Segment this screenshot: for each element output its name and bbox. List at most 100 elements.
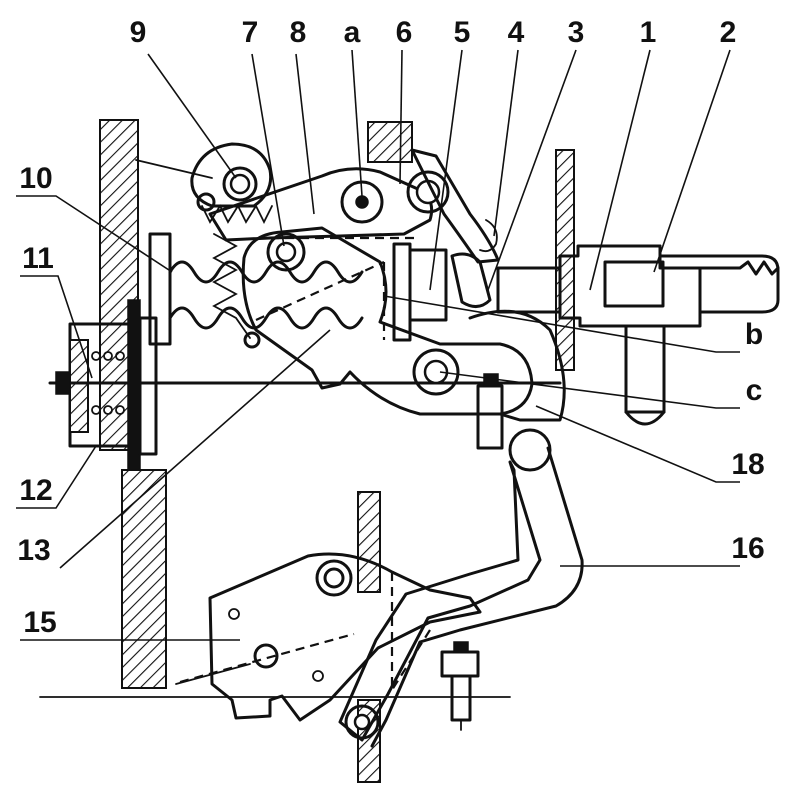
callout-3: 3 xyxy=(568,16,585,49)
callout-6: 6 xyxy=(396,16,413,49)
valve-housing xyxy=(558,244,780,328)
diaphragm-cup xyxy=(138,316,158,456)
lower-linkage xyxy=(338,309,584,748)
link-16-front xyxy=(370,446,584,748)
leader-18 xyxy=(535,405,740,483)
callout-labels: 9 7 8 a 6 5 4 3 1 2 10 11 12 13 b c 18 1… xyxy=(17,16,764,639)
callout-16: 16 xyxy=(731,532,764,565)
callout-7: 7 xyxy=(242,16,259,49)
bracket-15 xyxy=(175,552,482,722)
callout-10: 10 xyxy=(19,162,52,195)
plug-body xyxy=(450,674,472,722)
pivot-9-outer xyxy=(222,166,258,202)
plug-cap xyxy=(453,641,469,653)
spring-11 xyxy=(91,351,125,415)
pivot-a-pin xyxy=(355,195,369,209)
callout-5: 5 xyxy=(454,16,471,49)
leader-b xyxy=(383,295,740,353)
callout-8: 8 xyxy=(290,16,307,49)
pivot-6-outer xyxy=(406,170,450,214)
bracket-hole-b xyxy=(312,670,324,682)
left-wall-upper xyxy=(99,119,139,451)
callout-b: b xyxy=(745,318,763,351)
callout-15: 15 xyxy=(23,606,56,639)
bracket-rod xyxy=(175,663,251,685)
link-16-back xyxy=(338,460,542,742)
bracket-hidden-outline xyxy=(390,572,431,694)
leader-10 xyxy=(16,195,173,273)
leader-9 xyxy=(147,53,237,179)
spring-10-bottom xyxy=(168,306,364,330)
lever-18-tab xyxy=(476,384,504,450)
spring-anchor xyxy=(243,331,261,349)
link-16-bottom-eye xyxy=(344,704,380,740)
callout-12: 12 xyxy=(19,474,52,507)
cam-9 xyxy=(190,142,273,208)
left-wall-lower xyxy=(121,469,167,689)
leader-c xyxy=(439,371,740,409)
callout-13: 13 xyxy=(17,534,50,567)
spring-10-top xyxy=(168,260,364,284)
pivot-7-pin xyxy=(275,241,297,263)
leader-3 xyxy=(487,49,577,291)
leader-2 xyxy=(653,49,731,273)
plug-head xyxy=(440,650,480,678)
spring-seat xyxy=(148,232,172,346)
link-16-top-eye xyxy=(508,428,552,472)
pivot-a-outer xyxy=(340,180,384,224)
pawl-5 xyxy=(450,252,492,308)
clip-4 xyxy=(479,219,498,253)
leader-1 xyxy=(589,49,651,291)
pivot-9-pin xyxy=(229,173,251,195)
leader-6 xyxy=(399,49,403,185)
diaphragm-wall xyxy=(69,339,89,433)
callout-2: 2 xyxy=(720,16,737,49)
callout-9: 9 xyxy=(130,16,147,49)
callout-11: 11 xyxy=(22,242,54,275)
lever-6-arm xyxy=(410,148,500,264)
leader-11 xyxy=(20,275,93,379)
link-16-bottom-pin xyxy=(353,713,371,731)
bracket-plate xyxy=(208,552,482,722)
callout-18: 18 xyxy=(731,448,764,481)
bracket-hole-a xyxy=(228,608,240,620)
lever-18 xyxy=(468,309,566,422)
valve-insert xyxy=(603,260,665,308)
diaphragm-plate xyxy=(127,299,141,471)
switch-plug xyxy=(440,641,480,731)
valve-step xyxy=(658,244,702,314)
pivot-9 xyxy=(135,142,273,212)
leader-8 xyxy=(295,53,315,215)
hidden-line-lever xyxy=(255,260,386,340)
lever-13 xyxy=(241,226,534,416)
callout-c: c xyxy=(746,374,763,407)
bracket-hole-top-inner xyxy=(323,567,345,589)
pin-b-slot xyxy=(392,242,412,342)
push-rod-3 xyxy=(496,266,562,314)
rod-nut xyxy=(55,371,71,395)
pivot-c-pin xyxy=(423,359,449,385)
callout-a: a xyxy=(344,16,361,49)
leader-12 xyxy=(16,445,97,509)
springs xyxy=(168,204,364,349)
leader-7 xyxy=(251,53,285,247)
callout-1: 1 xyxy=(640,16,657,49)
diagonal-spring xyxy=(212,233,251,339)
leader-4 xyxy=(493,49,519,237)
leader-5 xyxy=(429,49,463,291)
frame-walls xyxy=(39,119,575,783)
leader-lines xyxy=(16,49,740,641)
leader-a xyxy=(351,49,363,197)
leader-13 xyxy=(59,329,331,569)
callout-4: 4 xyxy=(508,16,525,49)
link-9 xyxy=(135,159,213,179)
top-wall-block xyxy=(367,121,413,163)
valve-body xyxy=(496,244,780,426)
valve-stem-tip xyxy=(624,410,666,426)
block-5 xyxy=(408,248,448,322)
main-lever xyxy=(241,226,534,416)
hose-barb xyxy=(698,260,780,276)
bracket-hidden-rod xyxy=(179,632,355,684)
upper-lever xyxy=(208,148,500,308)
